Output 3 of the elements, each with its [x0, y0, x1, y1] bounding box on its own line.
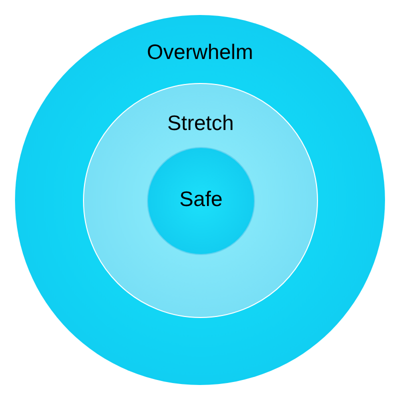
- zone-label: Safe: [179, 188, 223, 212]
- zone-label: Stretch: [167, 112, 234, 136]
- zone-label: Overwhelm: [146, 41, 254, 65]
